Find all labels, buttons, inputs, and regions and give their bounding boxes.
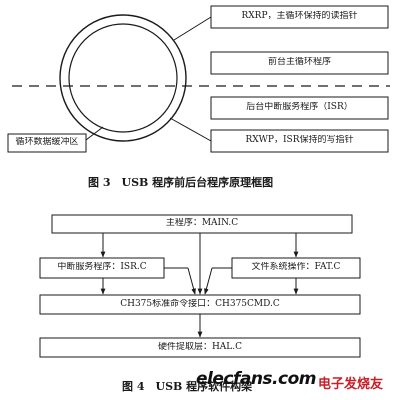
- rxrp-pointer-line: [173, 16, 212, 41]
- buffer-label: 循环数据缓冲区: [15, 137, 79, 147]
- isr-box: [210, 96, 389, 120]
- main-c-box: [51, 214, 353, 234]
- ch375cmd-label: CH375标准命令接口：CH375CMD.C: [120, 299, 280, 309]
- rxrp-label: RXRP，主循环保持的读指针: [241, 11, 358, 21]
- hal-c-label: 硬件提取层：HAL.C: [157, 342, 243, 352]
- watermark-cn: 电子发烧友: [318, 377, 384, 392]
- fat-c-label: 文件系统操作：FAT.C: [251, 262, 341, 272]
- hal-c-box: [39, 337, 361, 358]
- rxwp-label: RXWP，ISR保持的写指针: [245, 135, 354, 145]
- buffer-box: [7, 133, 87, 153]
- isr-c-label: 中断服务程序：ISR.C: [57, 262, 147, 272]
- figure4-caption: 图 4 USB 程序软件构架: [122, 380, 253, 393]
- figure3-diagram: [7, 5, 390, 153]
- isr-label: 后台中断服务程序（ISR）: [246, 102, 353, 112]
- ring-buffer-inner: [68, 23, 178, 133]
- figure3-caption: 图 3 USB 程序前后台程序原理框图: [88, 176, 274, 189]
- figure4-diagram: [39, 214, 361, 358]
- ring-buffer-outer: [59, 14, 187, 142]
- main-c-label: 主程序：MAIN.C: [165, 218, 239, 228]
- arrow-isr-to-cmd-diag2: [187, 267, 196, 295]
- main-loop-box: [210, 51, 389, 75]
- main-loop-label: 前台主循环程序: [267, 57, 331, 67]
- buffer-pointer-line: [85, 126, 104, 141]
- rxwp-pointer-line: [169, 117, 212, 142]
- arrow-fat-to-cmd-diag: [204, 267, 213, 295]
- watermark-site: elecfans.com: [196, 369, 316, 389]
